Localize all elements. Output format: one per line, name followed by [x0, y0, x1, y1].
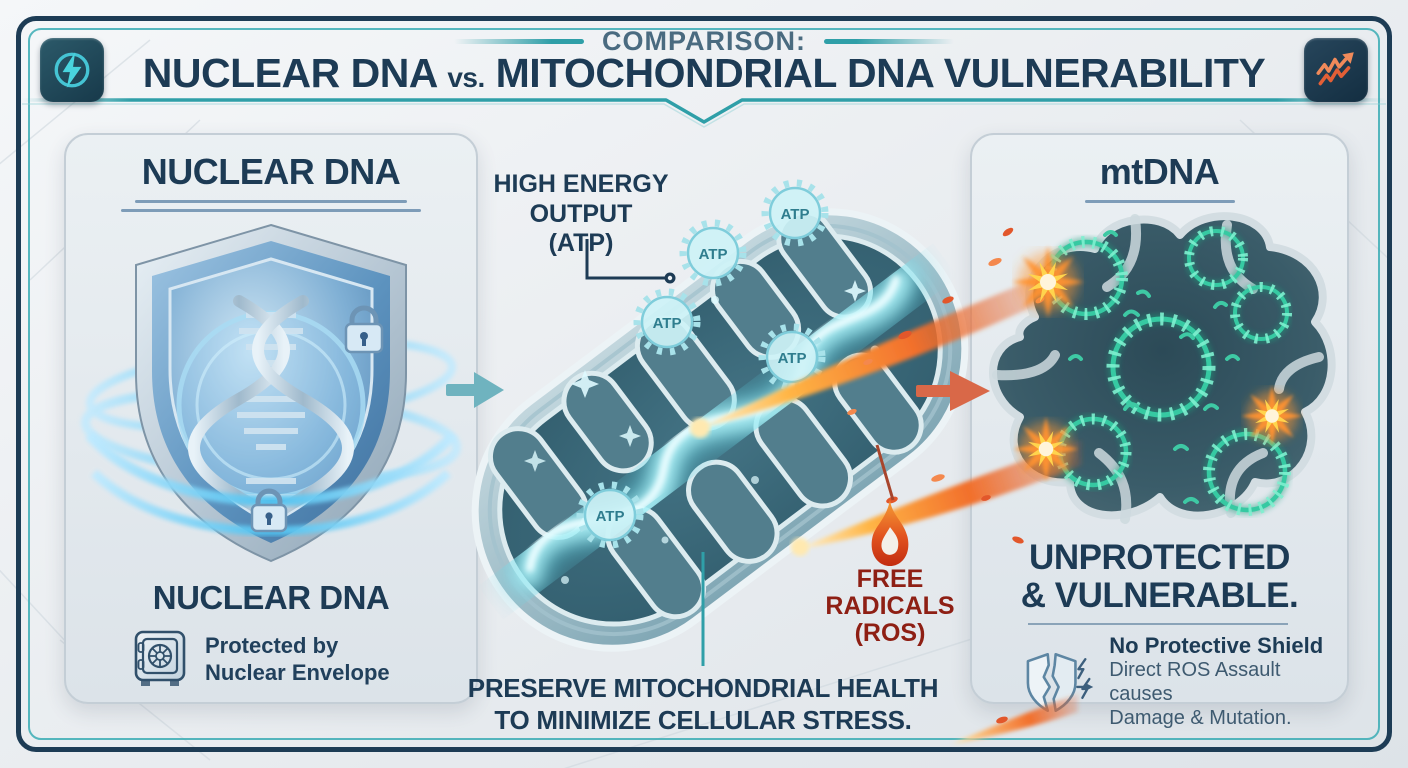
radicals-leader-line [875, 444, 895, 501]
mtdna-note-text: No Protective Shield Direct ROS Assault … [1109, 633, 1324, 729]
page-title-left: NUCLEAR DNA [142, 50, 437, 96]
lock-icon [250, 488, 288, 533]
broken-shield-icon [1026, 652, 1094, 712]
lightning-icon [54, 52, 90, 88]
atp-gear-badge: ATP [576, 481, 644, 549]
nuclear-panel-title: NUCLEAR DNA [141, 151, 401, 192]
mtdna-title-rule [1084, 200, 1235, 203]
nuclear-protection-text: Protected by Nuclear Envelope [205, 632, 390, 686]
kicker-dash-left [454, 39, 584, 44]
atp-gear-badge: ATP [633, 288, 701, 356]
page-title-vs: vs. [447, 62, 485, 93]
svg-text:ATP: ATP [778, 350, 807, 367]
damage-badge [1304, 38, 1368, 102]
nuclear-protection-note: Protected by Nuclear Envelope [132, 629, 390, 689]
nuclear-title-rule [135, 200, 407, 203]
page-title-right: MITOCHONDRIAL DNA VULNERABILITY [495, 50, 1266, 96]
kicker-text: COMPARISON: [602, 26, 806, 56]
mtdna-panel-title: mtDNA [1099, 151, 1220, 192]
energy-output-label: HIGH ENERGY OUTPUT (ATP) [493, 170, 669, 257]
header-kicker-row: COMPARISON: [0, 26, 1408, 57]
atp-gear-badge: ATP [758, 323, 826, 391]
energy-badge [40, 38, 104, 102]
zigzag-arrow-icon [1316, 52, 1354, 86]
nuclear-dna-panel: NUCLEAR DNA [64, 133, 478, 704]
kicker-dash-right [824, 39, 954, 44]
mtdna-panel: mtDNA [970, 133, 1349, 729]
svg-text:ATP: ATP [653, 315, 682, 332]
lock-icon [344, 305, 384, 354]
mtdna-status-rule [1028, 623, 1288, 625]
shield-dna-illustration [80, 223, 462, 563]
damaged-mitochondrion-illustration [989, 212, 1336, 524]
nuclear-caption-title: NUCLEAR DNA [152, 579, 390, 616]
safe-vault-icon [134, 630, 186, 686]
free-radicals-label: FREE RADICALS (ROS) [825, 565, 955, 647]
mtdna-note: No Protective Shield Direct ROS Assault … [1020, 633, 1347, 730]
svg-text:ATP: ATP [781, 206, 810, 223]
flame-icon [871, 499, 909, 567]
atp-gear-badge: ATP [679, 219, 747, 287]
page-title: NUCLEAR DNA vs. MITOCHONDRIAL DNA VULNER… [0, 50, 1408, 97]
nuclear-caption-rule [121, 209, 421, 212]
sparkles [524, 280, 880, 584]
bottom-caption: PRESERVE MITOCHONDRIAL HEALTH TO MINIMIZ… [467, 673, 939, 735]
svg-text:ATP: ATP [596, 508, 625, 525]
dna-fragments [1068, 230, 1240, 504]
header-separator-line [22, 98, 1386, 128]
svg-text:ATP: ATP [699, 246, 728, 263]
mtdna-status-text: UNPROTECTED & VULNERABLE. [1020, 538, 1299, 615]
atp-gear-badge: ATP [761, 179, 829, 247]
